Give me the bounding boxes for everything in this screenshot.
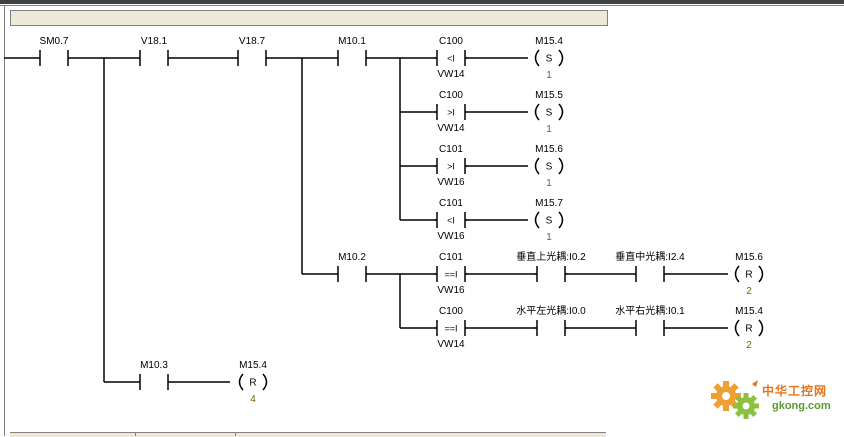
coil-right-arc bbox=[558, 49, 564, 67]
coil-count: 4 bbox=[250, 394, 256, 405]
contact-m101[interactable]: M10.1 bbox=[336, 36, 368, 66]
coil-right-arc bbox=[262, 373, 268, 391]
coil-left-arc bbox=[534, 49, 540, 67]
element-label: 垂直中光耦:I2.4 bbox=[615, 250, 685, 263]
element-label: C100 bbox=[439, 36, 463, 47]
element-label: M15.6 bbox=[735, 252, 763, 263]
coil-right-arc bbox=[758, 265, 764, 283]
compare-operand: VW16 bbox=[437, 177, 465, 188]
element-label: 水平右光耦:I0.1 bbox=[615, 304, 685, 317]
coil-coil1[interactable]: M15.4S 1 bbox=[534, 36, 564, 81]
element-label: M15.6 bbox=[535, 144, 563, 155]
element-label: SM0.7 bbox=[40, 36, 69, 47]
bottom-divider bbox=[235, 432, 236, 436]
coil-operator: S bbox=[546, 108, 553, 119]
coil-count: 1 bbox=[546, 124, 552, 135]
coil-left-arc bbox=[734, 265, 740, 283]
contact-ce4[interactable]: 水平右光耦:I0.1 bbox=[615, 304, 685, 336]
element-label: C100 bbox=[439, 306, 463, 317]
coil-coil3[interactable]: M15.6S 1 bbox=[534, 144, 564, 189]
coil-left-arc bbox=[534, 211, 540, 229]
coil-right-arc bbox=[558, 157, 564, 175]
element-label: M15.4 bbox=[735, 306, 763, 317]
compare-operator: ==I bbox=[444, 270, 457, 280]
compare-operator: <I bbox=[447, 216, 455, 226]
contact-ce3[interactable]: 水平左光耦:I0.0 bbox=[516, 304, 586, 336]
power-rail bbox=[4, 6, 5, 436]
gkong-watermark: 中华工控网 gkong.com bbox=[708, 378, 838, 428]
coil-left-arc bbox=[534, 103, 540, 121]
contact-ce2[interactable]: 垂直中光耦:I2.4 bbox=[615, 250, 685, 282]
contact-m103[interactable]: M10.3 bbox=[138, 360, 170, 390]
coil-left-arc bbox=[734, 319, 740, 337]
coil-coil4[interactable]: M15.7S 1 bbox=[534, 198, 564, 243]
compare-contact-cmp5[interactable]: C101 ==I VW16 bbox=[435, 252, 467, 296]
element-label: 垂直上光耦:I0.2 bbox=[516, 250, 586, 263]
compare-contact-cmp3[interactable]: C101 >I VW16 bbox=[435, 144, 467, 188]
coil-left-arc bbox=[534, 157, 540, 175]
bottom-scroll-bar[interactable] bbox=[10, 432, 606, 437]
compare-operator: <I bbox=[447, 54, 455, 64]
element-label: M10.1 bbox=[338, 36, 366, 47]
coil-coil7[interactable]: M15.4R 4 bbox=[238, 360, 268, 405]
coil-operator: S bbox=[546, 162, 553, 173]
element-label: M10.2 bbox=[338, 252, 366, 263]
coil-count: 1 bbox=[546, 232, 552, 243]
compare-contact-cmp2[interactable]: C100 >I VW14 bbox=[435, 90, 467, 134]
coil-coil5[interactable]: M15.6R 2 bbox=[734, 252, 764, 297]
compare-contact-cmp6[interactable]: C100 ==I VW14 bbox=[435, 306, 467, 350]
compare-operator: >I bbox=[447, 162, 455, 172]
contact-v187[interactable]: V18.7 bbox=[236, 36, 268, 66]
window-top-border-shadow bbox=[0, 5, 844, 6]
compare-contact-cmp1[interactable]: C100 <I VW14 bbox=[435, 36, 467, 80]
window-top-border bbox=[0, 0, 844, 4]
bottom-divider bbox=[135, 432, 136, 436]
element-label: M15.5 bbox=[535, 90, 563, 101]
coil-count: 1 bbox=[546, 70, 552, 81]
coil-operator: R bbox=[249, 378, 256, 389]
compare-operand: VW16 bbox=[437, 231, 465, 242]
coil-left-arc bbox=[238, 373, 244, 391]
element-label: V18.1 bbox=[141, 36, 168, 47]
wires bbox=[4, 57, 728, 383]
element-label: C101 bbox=[439, 198, 463, 209]
coil-coil6[interactable]: M15.4R 2 bbox=[734, 306, 764, 351]
element-label: V18.7 bbox=[239, 36, 266, 47]
compare-operand: VW14 bbox=[437, 339, 465, 350]
contact-v181[interactable]: V18.1 bbox=[138, 36, 170, 66]
compare-contact-cmp4[interactable]: C101 <I VW16 bbox=[435, 198, 467, 242]
compare-operator: >I bbox=[447, 108, 455, 118]
element-label: M15.4 bbox=[239, 360, 267, 371]
watermark-text-en: gkong.com bbox=[772, 400, 831, 412]
element-label: M15.4 bbox=[535, 36, 563, 47]
coil-coil2[interactable]: M15.5S 1 bbox=[534, 90, 564, 135]
coil-count: 1 bbox=[546, 178, 552, 189]
element-label: 水平左光耦:I0.0 bbox=[516, 304, 586, 317]
coil-count: 2 bbox=[746, 340, 752, 351]
element-label: C100 bbox=[439, 90, 463, 101]
coil-count: 2 bbox=[746, 286, 752, 297]
contact-m102[interactable]: M10.2 bbox=[336, 252, 368, 282]
element-label: C101 bbox=[439, 144, 463, 155]
compare-operand: VW16 bbox=[437, 285, 465, 296]
coil-right-arc bbox=[558, 103, 564, 121]
coil-operator: R bbox=[745, 270, 752, 281]
coil-right-arc bbox=[758, 319, 764, 337]
compare-operator: ==I bbox=[444, 324, 457, 334]
compare-operand: VW14 bbox=[437, 123, 465, 134]
element-label: M15.7 bbox=[535, 198, 563, 209]
coil-operator: R bbox=[745, 324, 752, 335]
compare-operand: VW14 bbox=[437, 69, 465, 80]
contact-ce1[interactable]: 垂直上光耦:I0.2 bbox=[516, 250, 586, 282]
coil-operator: S bbox=[546, 216, 553, 227]
element-label: M10.3 bbox=[140, 360, 168, 371]
coil-operator: S bbox=[546, 54, 553, 65]
coil-right-arc bbox=[558, 211, 564, 229]
watermark-text-cn: 中华工控网 bbox=[762, 384, 828, 398]
element-label: C101 bbox=[439, 252, 463, 263]
network-comment-box[interactable] bbox=[10, 10, 608, 26]
gear-logo-icon bbox=[711, 380, 759, 419]
contact-sm07[interactable]: SM0.7 bbox=[38, 36, 70, 66]
